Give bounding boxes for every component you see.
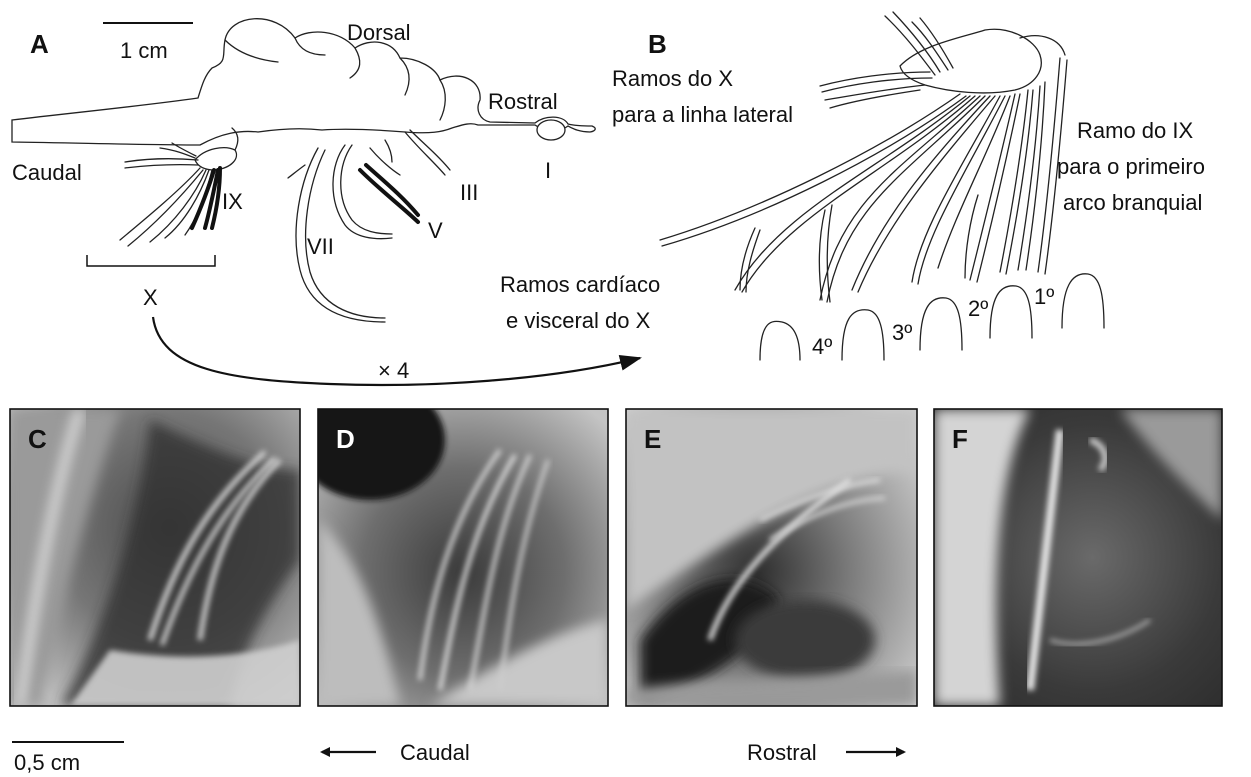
- photo-c-letter: C: [28, 424, 47, 454]
- photo-panel-e: E: [626, 409, 917, 706]
- cardiac-label-1: Ramos cardíaco: [500, 272, 660, 297]
- gill-arch: [1062, 274, 1104, 328]
- ix-branch-label-3: arco branquial: [1063, 190, 1202, 215]
- cardiac-label-2: e visceral do X: [506, 308, 651, 333]
- label-dorsal: Dorsal: [347, 20, 411, 45]
- photo-panel-f: F: [934, 409, 1222, 706]
- photo-d-letter: D: [336, 424, 355, 454]
- branchial-branch: [820, 96, 980, 300]
- branchial-branch: [1000, 90, 1028, 272]
- lateral-line-ramus: [830, 90, 920, 108]
- nerve-x-branch: [150, 170, 206, 242]
- arch-label-1: 1º: [1034, 284, 1054, 309]
- panel-b: B: [500, 12, 1205, 360]
- nerve-vii-branch: [288, 165, 305, 178]
- arch-label-4: 4º: [812, 334, 832, 359]
- nerve-iii: [405, 132, 445, 175]
- arch-label-2: 2º: [968, 296, 988, 321]
- scale-label-05cm: 0,5 cm: [14, 750, 80, 775]
- ix-x-ganglion-b: [900, 29, 1041, 93]
- ix-branch-label-2: para o primeiro: [1057, 154, 1205, 179]
- photo-f-letter: F: [952, 424, 968, 454]
- label-nerve-iii: III: [460, 180, 478, 205]
- branchial-branch: [740, 228, 755, 290]
- branchial-branch: [970, 94, 1015, 280]
- branchial-branch: [977, 94, 1020, 282]
- gill-arch: [990, 286, 1032, 338]
- nerve-iii: [410, 130, 450, 170]
- label-caudal: Caudal: [12, 160, 82, 185]
- caudal-direction-label: Caudal: [400, 740, 470, 765]
- magnification-label: × 4: [378, 358, 409, 383]
- branchial-branch: [965, 195, 978, 278]
- brain-outline: [12, 19, 595, 145]
- lateral-line-label-2: para a linha lateral: [612, 102, 793, 127]
- nerve-v: [341, 145, 392, 234]
- photo-panel-c: C: [10, 409, 300, 706]
- panel-b-letter: B: [648, 29, 667, 59]
- nerve-v-branch: [385, 140, 392, 162]
- label-nerve-ix: IX: [222, 189, 243, 214]
- rostral-direction-label: Rostral: [747, 740, 817, 765]
- photo-e-letter: E: [644, 424, 661, 454]
- olfactory-bulb: [537, 120, 565, 140]
- nerve-x-branch: [125, 159, 198, 162]
- arch-label-3: 3º: [892, 320, 912, 345]
- branchial-branch: [938, 96, 1010, 268]
- label-nerve-i: I: [545, 158, 551, 183]
- branchial-branch: [819, 210, 825, 300]
- gill-arch: [920, 298, 962, 350]
- nerve-v-thick: [366, 165, 418, 215]
- branchial-branch: [1018, 86, 1040, 270]
- label-rostral: Rostral: [488, 89, 558, 114]
- panel-a-letter: A: [30, 29, 49, 59]
- photo-panel-d: D: [295, 380, 608, 706]
- scale-label-1cm: 1 cm: [120, 38, 168, 63]
- nerve-v-thick: [360, 170, 418, 222]
- nerve-x-branch: [120, 168, 200, 240]
- ix-branch-label-1: Ramo do IX: [1077, 118, 1193, 143]
- bracket-x: [87, 255, 215, 266]
- lateral-line-label-1: Ramos do X: [612, 66, 733, 91]
- branchial-branch: [827, 205, 832, 302]
- gill-arch: [760, 321, 800, 360]
- ix-x-ganglion: [195, 148, 236, 170]
- label-nerve-vii: VII: [307, 234, 334, 259]
- nerve-x-branch: [125, 165, 198, 168]
- label-nerve-v: V: [428, 218, 443, 243]
- label-nerve-x: X: [143, 285, 158, 310]
- gill-arch: [842, 310, 884, 360]
